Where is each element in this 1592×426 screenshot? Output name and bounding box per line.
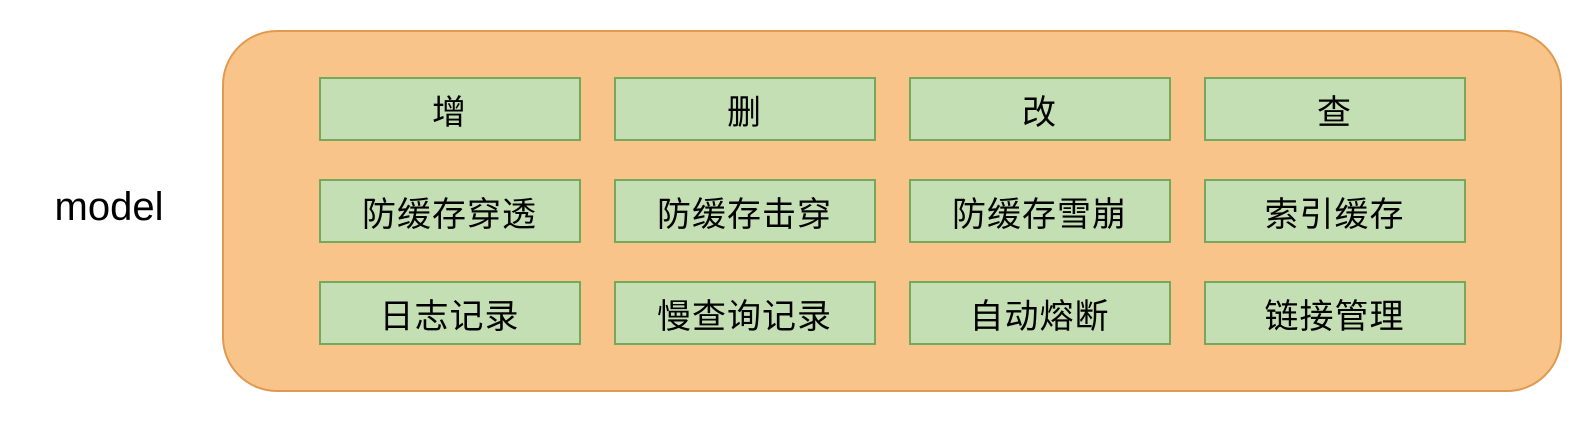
box-auto-circuit-break: 自动熔断 <box>908 281 1171 345</box>
box-create: 增 <box>318 77 581 141</box>
box-update: 改 <box>908 77 1171 141</box>
box-connection-management: 链接管理 <box>1203 281 1466 345</box>
box-index-cache: 索引缓存 <box>1203 179 1466 243</box>
box-query: 查 <box>1203 77 1466 141</box>
box-logging: 日志记录 <box>318 281 581 345</box>
box-cache-avalanche: 防缓存雪崩 <box>908 179 1171 243</box>
box-delete: 删 <box>613 77 876 141</box>
box-cache-penetration: 防缓存穿透 <box>318 179 581 243</box>
feature-grid: 增 删 改 查 防缓存穿透 防缓存击穿 防缓存雪崩 索引缓存 日志记录 慢查询记… <box>318 77 1466 345</box>
box-slow-query-log: 慢查询记录 <box>613 281 876 345</box>
box-cache-breakdown: 防缓存击穿 <box>613 179 876 243</box>
model-container: 增 删 改 查 防缓存穿透 防缓存击穿 防缓存雪崩 索引缓存 日志记录 慢查询记… <box>222 30 1562 392</box>
model-label: model <box>54 185 164 229</box>
